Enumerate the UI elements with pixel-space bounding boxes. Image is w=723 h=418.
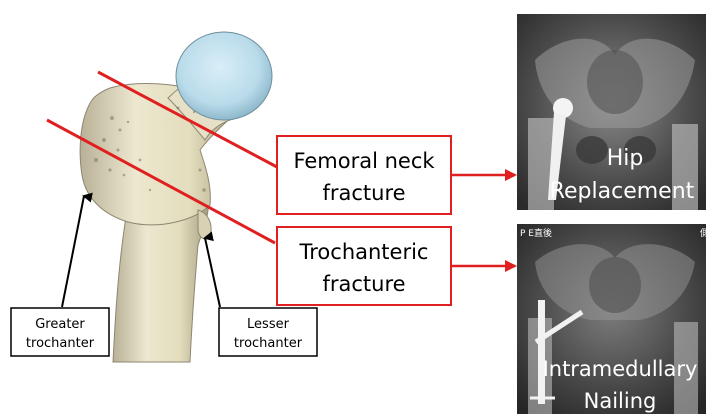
trochanteric-fracture-label-line2: fracture xyxy=(322,272,405,296)
greater-trochanter-box: Greater trochanter xyxy=(11,308,109,356)
femoral-neck-fracture-label-line1: Femoral neck xyxy=(293,149,435,173)
intramedullary-nailing-label-line2: Nailing xyxy=(584,389,657,413)
trochanteric-fracture-box: Trochanteric fracture xyxy=(277,227,451,305)
intramedullary-nailing-label-line1: Intramedullary xyxy=(543,357,698,381)
arrow-to-greater-trochanter xyxy=(62,196,84,307)
greater-trochanter-label-line1: Greater xyxy=(35,317,85,332)
femoral-neck-fracture-box: Femoral neck fracture xyxy=(277,136,451,214)
hip-replacement-label-line1: Hip xyxy=(607,146,644,171)
nail-rod xyxy=(538,300,545,404)
xray-hip-replacement: Hip Replacement xyxy=(517,14,706,210)
lesser-trochanter-box: Lesser trochanter xyxy=(219,308,317,356)
greater-trochanter-label-line2: trochanter xyxy=(26,336,95,351)
xray-corner-label-right: 側 xyxy=(700,227,709,239)
xray-corner-label-left: P E直後 xyxy=(520,227,552,239)
xray-intramedullary-nailing: P E直後 側 Intramedullary Nailing xyxy=(517,224,709,414)
lesser-trochanter-label-line2: trochanter xyxy=(234,336,303,351)
hip-replacement-label-line2: Replacement xyxy=(550,179,695,204)
lesser-trochanter-label-line1: Lesser xyxy=(247,317,290,332)
trochanteric-fracture-label-line1: Trochanteric xyxy=(299,240,429,264)
arrow-to-lesser-trochanter xyxy=(205,238,220,307)
lesser-trochanter xyxy=(198,210,211,239)
femoral-neck-fracture-label-line2: fracture xyxy=(322,181,405,205)
femoral-head xyxy=(176,32,272,120)
